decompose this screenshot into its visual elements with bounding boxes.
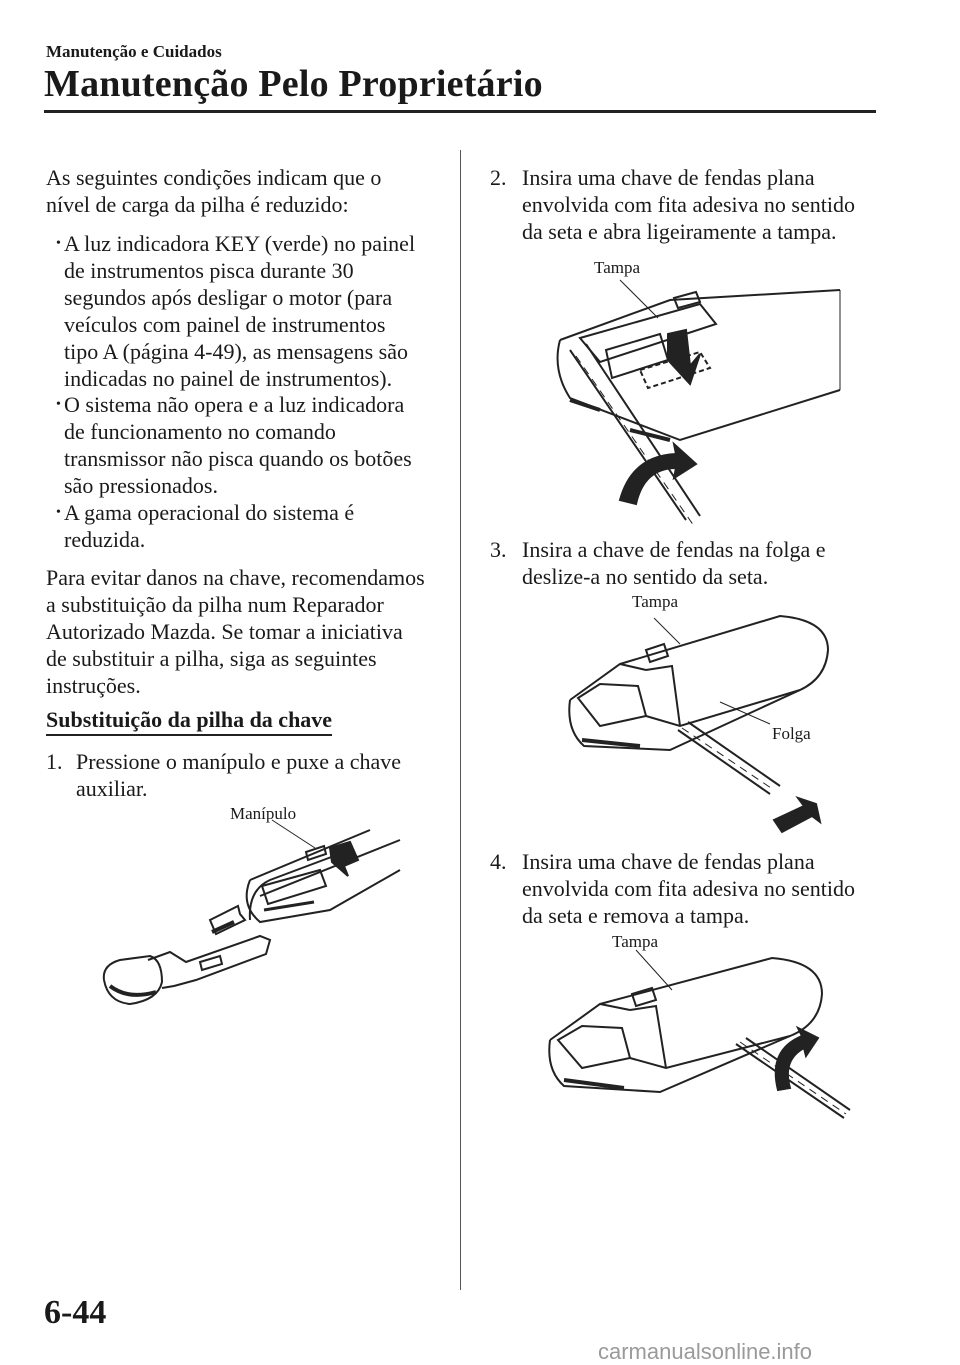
advice-line: Autorizado Mazda. Se tomar a iniciativa [46, 619, 403, 644]
bullet-icon: • [56, 397, 61, 412]
intro-line: nível de carga da pilha é reduzido: [46, 192, 349, 217]
step-number: 1. [46, 749, 63, 774]
step-1: 1. Pressione o manípulo e puxe a chave a… [46, 748, 446, 808]
intro-paragraph: As seguintes condições indicam que o nív… [46, 164, 381, 218]
page-number: 6-44 [44, 1294, 107, 1331]
bullet-line: transmissor não pisca quando os botões [64, 446, 412, 471]
step-number: 3. [490, 537, 507, 562]
step-line: Insira uma chave de fendas plana [522, 849, 815, 874]
bullet-line: tipo A (página 4-49), as mensagens são [64, 339, 408, 364]
bullet-line: A gama operacional do sistema é [64, 500, 355, 525]
section-label: Manutenção e Cuidados [46, 42, 222, 61]
watermark-text: carmanualsonline.info [598, 1339, 813, 1364]
step-line: auxiliar. [76, 776, 148, 801]
bullet-line: veículos com painel de instrumentos [64, 312, 386, 337]
step-number: 2. [490, 165, 507, 190]
bullet-line: indicadas no painel de instrumentos). [64, 366, 393, 391]
step-line: da seta e remova a tampa. [522, 903, 750, 928]
advice-line: a substituição da pilha num Reparador [46, 592, 384, 617]
advice-line: instruções. [46, 673, 141, 698]
step-3: 3. Insira a chave de fendas na folga e d… [490, 536, 890, 596]
bullet-line: reduzida. [64, 527, 146, 552]
step-line: envolvida com fita adesiva no sentido [522, 192, 855, 217]
advice-paragraph: Para evitar danos na chave, recomendamos… [46, 564, 425, 699]
step-2: 2. Insira uma chave de fendas plana envo… [490, 164, 890, 248]
advice-line: Para evitar danos na chave, recomendamos [46, 565, 425, 590]
step-line: Pressione o manípulo e puxe a chave [76, 749, 402, 774]
figure-callout: Manípulo [230, 804, 297, 823]
subheading: Substituição da pilha da chave [46, 706, 333, 736]
figure-callout: Tampa [612, 932, 659, 951]
step-line: deslize-a no sentido da seta. [522, 564, 769, 589]
bullet-icon: • [56, 505, 61, 520]
figure-2-open-cover [556, 279, 841, 527]
bullet-line: de funcionamento no comando [64, 419, 336, 444]
page-title: Manutenção Pelo Proprietário [44, 63, 543, 105]
step-line: Insira uma chave de fendas plana [522, 165, 815, 190]
step-4: 4. Insira uma chave de fendas plana envo… [490, 848, 890, 932]
figure-3-slide-driver [568, 614, 830, 834]
figure-1-key-removal [102, 819, 401, 1006]
figure-callout: Tampa [632, 592, 679, 611]
column-divider [460, 150, 461, 1290]
bullet-line: de instrumentos pisca durante 30 [64, 258, 354, 283]
bullet-line: O sistema não opera e a luz indicadora [64, 392, 405, 417]
bullet-line: são pressionados. [64, 473, 218, 498]
step-number: 4. [490, 849, 507, 874]
bullet-icon: • [56, 236, 61, 251]
title-divider [44, 110, 876, 113]
step-line: da seta e abra ligeiramente a tampa. [522, 219, 837, 244]
intro-line: As seguintes condições indicam que o [46, 165, 382, 190]
advice-line: de substituir a pilha, siga as seguintes [46, 646, 377, 671]
figure-4-remove-cover [548, 949, 851, 1119]
step-line: Insira a chave de fendas na folga e [522, 537, 826, 562]
bullet-line: segundos após desligar o motor (para [64, 285, 393, 310]
figure-callout: Folga [772, 724, 811, 743]
step-line: envolvida com fita adesiva no sentido [522, 876, 855, 901]
bullet-line: A luz indicadora KEY (verde) no painel [64, 231, 416, 256]
figure-callout: Tampa [594, 258, 641, 277]
